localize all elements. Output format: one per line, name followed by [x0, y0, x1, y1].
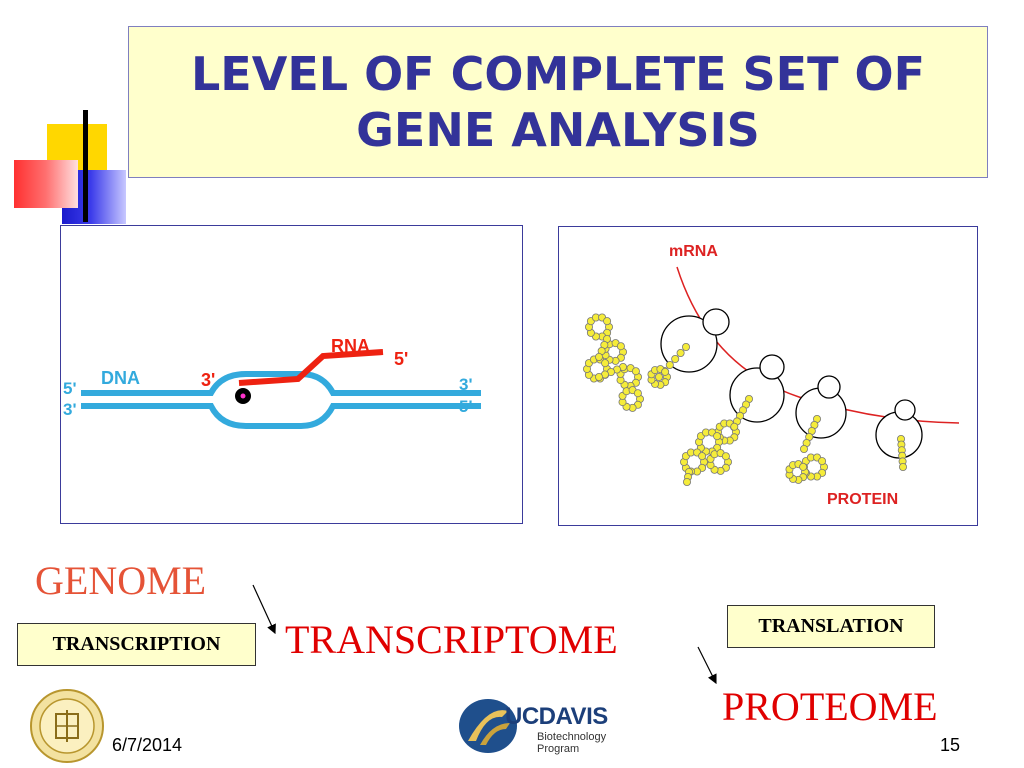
ucdavis-logo-icon [459, 699, 517, 753]
protein-bead [671, 354, 680, 363]
ribosome-4 [875, 399, 923, 459]
translation-panel: mRNA PROTEIN [558, 226, 978, 526]
right-top-strand-label: 3' [459, 375, 473, 394]
rna-three-prime-label: 3' [201, 370, 215, 390]
protein-bead [682, 343, 691, 352]
protein-bead [655, 372, 664, 381]
protein-bead [818, 457, 827, 466]
protein-bead [698, 452, 707, 461]
left-top-strand-label: 5' [63, 379, 77, 398]
protein-bead [713, 432, 722, 441]
right-bottom-strand-label: 5' [459, 397, 473, 416]
protein-bead [898, 462, 907, 471]
protein-bead [595, 353, 604, 362]
transcription-label: TRANSCRIPTION [52, 633, 221, 655]
rna-five-prime-label: 5' [394, 349, 408, 369]
protein-bead [721, 452, 730, 461]
ucdavis-sub-line1: Biotechnology [537, 731, 607, 743]
transcriptome-label: TRANSCRIPTOME [285, 617, 618, 662]
transcription-box: TRANSCRIPTION [17, 623, 256, 666]
protein-bead [616, 342, 625, 351]
protein-bead [603, 317, 612, 326]
rna-strand [238, 349, 384, 386]
slide-page-number: 15 [940, 735, 961, 755]
decor-red-square [14, 160, 78, 208]
protein-bead [799, 444, 808, 453]
protein-bead [661, 367, 670, 376]
ucdavis-brand-uc: UC [505, 703, 539, 730]
title-box: LEVEL OF COMPLETE SET OF GENE ANALYSIS [128, 26, 988, 178]
protein-bead [595, 372, 604, 381]
protein-label: PROTEIN [827, 491, 898, 508]
protein-bead [633, 389, 642, 398]
proteome-label: PROTEOME [722, 684, 938, 729]
protein-bead [730, 422, 739, 431]
slide-date: 6/7/2014 [112, 735, 183, 755]
dna-bottom-strand [81, 403, 481, 429]
genome-to-transcriptome-arrow [252, 584, 276, 635]
rna-label: RNA [331, 336, 370, 356]
protein-chains [582, 313, 907, 486]
protein-bead [601, 359, 610, 368]
genome-label: GENOME [35, 558, 207, 603]
left-bottom-strand-label: 3' [63, 400, 77, 419]
ucdavis-brand-davis: DAVIS [538, 703, 609, 730]
ribosome-3 [795, 375, 847, 439]
dna-top-strand [81, 371, 481, 396]
decor-black-bar [83, 110, 88, 222]
protein-bead [683, 477, 692, 486]
university-seal-icon [30, 689, 104, 763]
mrna-label: mRNA [669, 243, 718, 260]
dna-transcription-panel: DNA 5' 3' 3' 5' RNA 5' 3' [60, 225, 523, 524]
protein-bead [631, 367, 640, 376]
dna-label: DNA [101, 368, 140, 388]
protein-bead [676, 349, 685, 358]
protein-bead [799, 462, 808, 471]
slide-title: LEVEL OF COMPLETE SET OF GENE ANALYSIS [190, 47, 925, 157]
ucdavis-sub-line2: Program [537, 743, 580, 755]
protein-bead [665, 360, 674, 369]
ucdavis-logo: UCDAVIS Biotechnology Program [505, 703, 608, 755]
transcriptome-to-proteome-arrow [697, 646, 717, 685]
translation-label: TRANSLATION [758, 615, 904, 637]
translation-diagram: mRNA PROTEIN [582, 243, 960, 508]
translation-box: TRANSLATION [727, 605, 935, 648]
dna-diagram: DNA 5' 3' 3' 5' RNA 5' 3' [63, 336, 481, 429]
